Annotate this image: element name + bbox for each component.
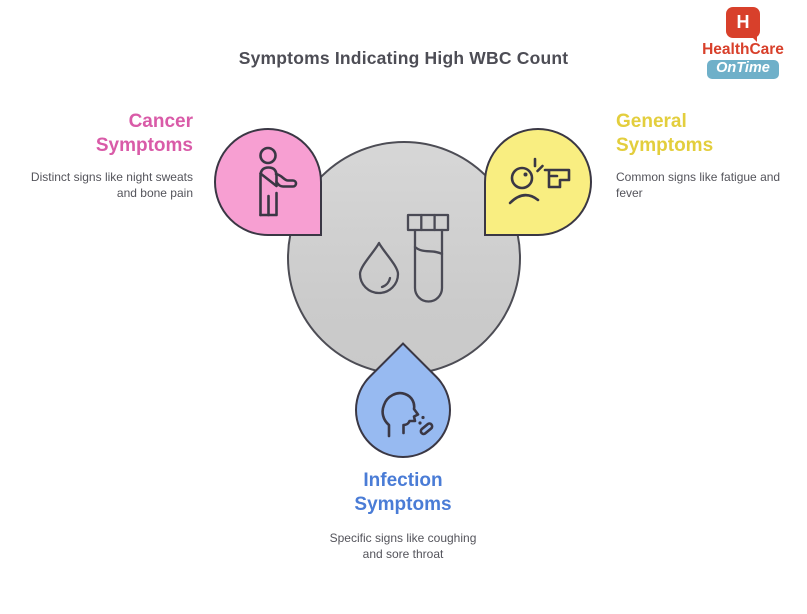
fever-thermometer-face-icon (506, 155, 572, 211)
infection-heading: Infection Symptoms (354, 470, 452, 515)
blood-sample-test-tube-icon (355, 208, 455, 308)
person-arm-sling-icon (242, 145, 298, 221)
general-section: General Symptoms Common signs like fatig… (616, 110, 798, 202)
general-bubble (484, 128, 592, 236)
brand-name: HealthCare (702, 41, 784, 58)
page-title: Symptoms Indicating High WBC Count (238, 48, 569, 68)
brand-logo: H HealthCare OnTime (687, 7, 799, 80)
cancer-section: Cancer Symptoms Distinct signs like nigh… (11, 110, 193, 202)
cancer-heading: Cancer Symptoms (95, 111, 193, 156)
cancer-description: Distinct signs like night sweats and bon… (30, 169, 193, 201)
infection-section: Infection Symptoms Specific signs like c… (293, 469, 513, 563)
healthcare-logo-mark-icon: H (726, 7, 760, 38)
brand-badge: OnTime (707, 59, 779, 80)
cancer-bubble (214, 128, 322, 236)
general-description: Common signs like fatigue and fever (616, 169, 781, 201)
center-circle (287, 141, 521, 375)
infection-description: Specific signs like coughing and sore th… (329, 530, 477, 562)
general-heading: General Symptoms (616, 111, 714, 156)
coughing-person-icon (376, 382, 434, 440)
